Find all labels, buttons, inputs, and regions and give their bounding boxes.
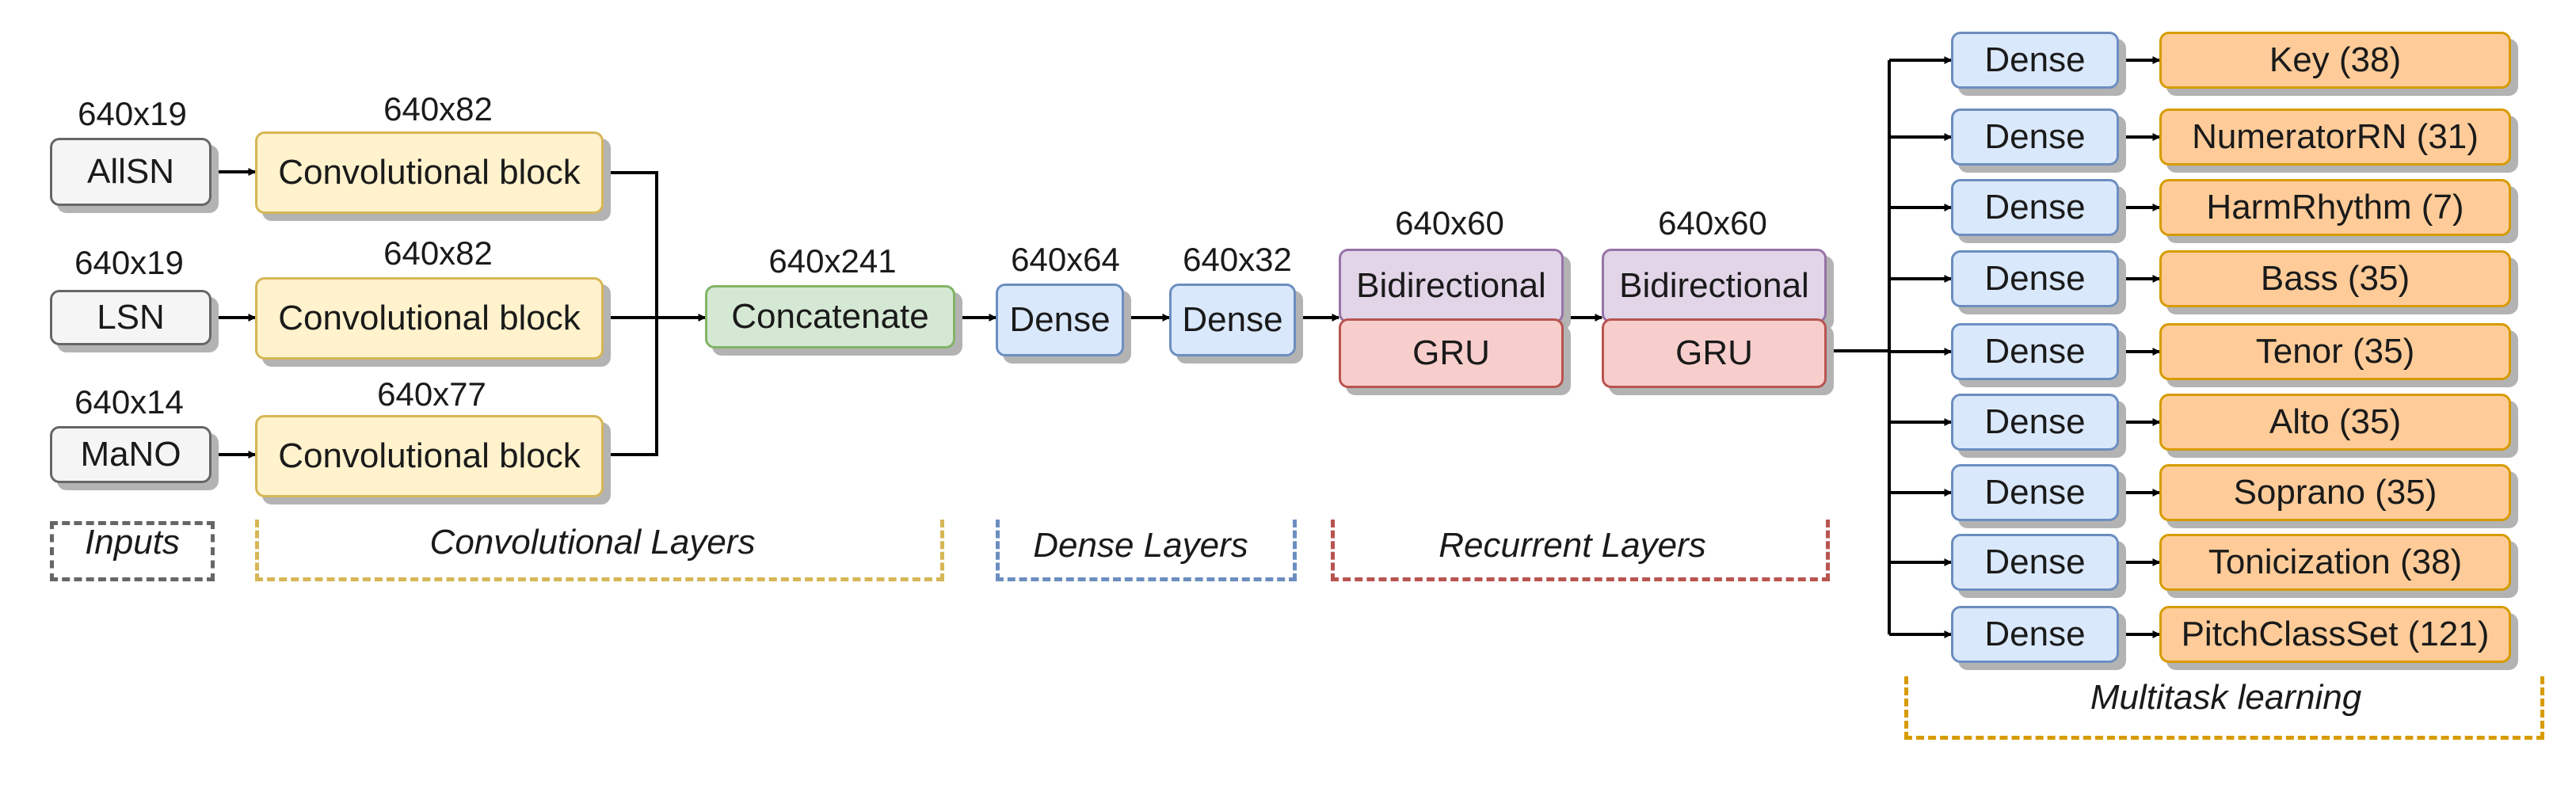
output-key: Key (38) [2159,32,2511,89]
group-bracket-inputs [50,521,215,581]
dense-node-1: Dense [996,284,1124,356]
output-tenor: Tenor (35) [2159,323,2511,380]
concatenate-node: Concatenate [705,285,955,348]
group-label-dense: Dense Layers [1033,526,1248,565]
head-dense-harmrhythm: Dense [1951,179,2119,236]
group-bracket-multitask [1904,676,2544,740]
input-node-allsn: AllSN [50,138,211,206]
output-soprano: Soprano (35) [2159,464,2511,521]
group-label-recurrent: Recurrent Layers [1439,526,1706,565]
output-bass: Bass (35) [2159,250,2511,307]
input-shape-label: 640x19 [74,244,184,281]
head-dense-bass: Dense [1951,250,2119,307]
head-dense-tenor: Dense [1951,323,2119,380]
group-label-multitask: Multitask learning [2090,678,2362,717]
conv-block-3: Convolutional block [255,415,604,497]
head-dense-soprano: Dense [1951,464,2119,521]
input-shape-label: 640x14 [74,383,184,421]
group-label-conv: Convolutional Layers [429,523,756,562]
output-numeratorrn: NumeratorRN (31) [2159,109,2511,166]
output-alto: Alto (35) [2159,394,2511,451]
connector-line [604,171,658,456]
output-harmrhythm: HarmRhythm (7) [2159,179,2511,236]
bidirectional-node-2: Bidirectional [1602,249,1827,323]
head-dense-numeratorrn: Dense [1951,109,2119,166]
conv-shape-label: 640x82 [383,90,493,128]
output-pitchclassset: PitchClassSet (121) [2159,606,2511,663]
dense-shape-label: 640x64 [1011,241,1120,278]
concat-shape-label: 640x241 [768,242,897,280]
dense-shape-label: 640x32 [1183,241,1292,278]
output-tonicization: Tonicization (38) [2159,534,2511,591]
dense-node-2: Dense [1169,284,1296,356]
conv-block-1: Convolutional block [255,131,604,214]
bidirectional-node-1: Bidirectional [1339,249,1564,323]
head-dense-alto: Dense [1951,394,2119,451]
conv-shape-label: 640x77 [377,375,486,413]
recurrent-shape-label: 640x60 [1658,204,1767,242]
gru-node-2: GRU [1602,318,1827,388]
gru-node-1: GRU [1339,318,1564,388]
head-dense-tonicization: Dense [1951,534,2119,591]
head-dense-pitchclassset: Dense [1951,606,2119,663]
recurrent-shape-label: 640x60 [1395,204,1504,242]
input-node-mano: MaNO [50,426,211,483]
group-label-inputs: Inputs [85,523,180,562]
head-dense-key: Dense [1951,32,2119,89]
input-node-lsn: LSN [50,290,211,345]
group-bracket-conv [255,520,944,581]
conv-block-2: Convolutional block [255,277,604,360]
input-shape-label: 640x19 [78,95,187,132]
conv-shape-label: 640x82 [383,234,493,272]
group-bracket-dense [996,520,1297,581]
group-bracket-recurrent [1331,520,1830,581]
